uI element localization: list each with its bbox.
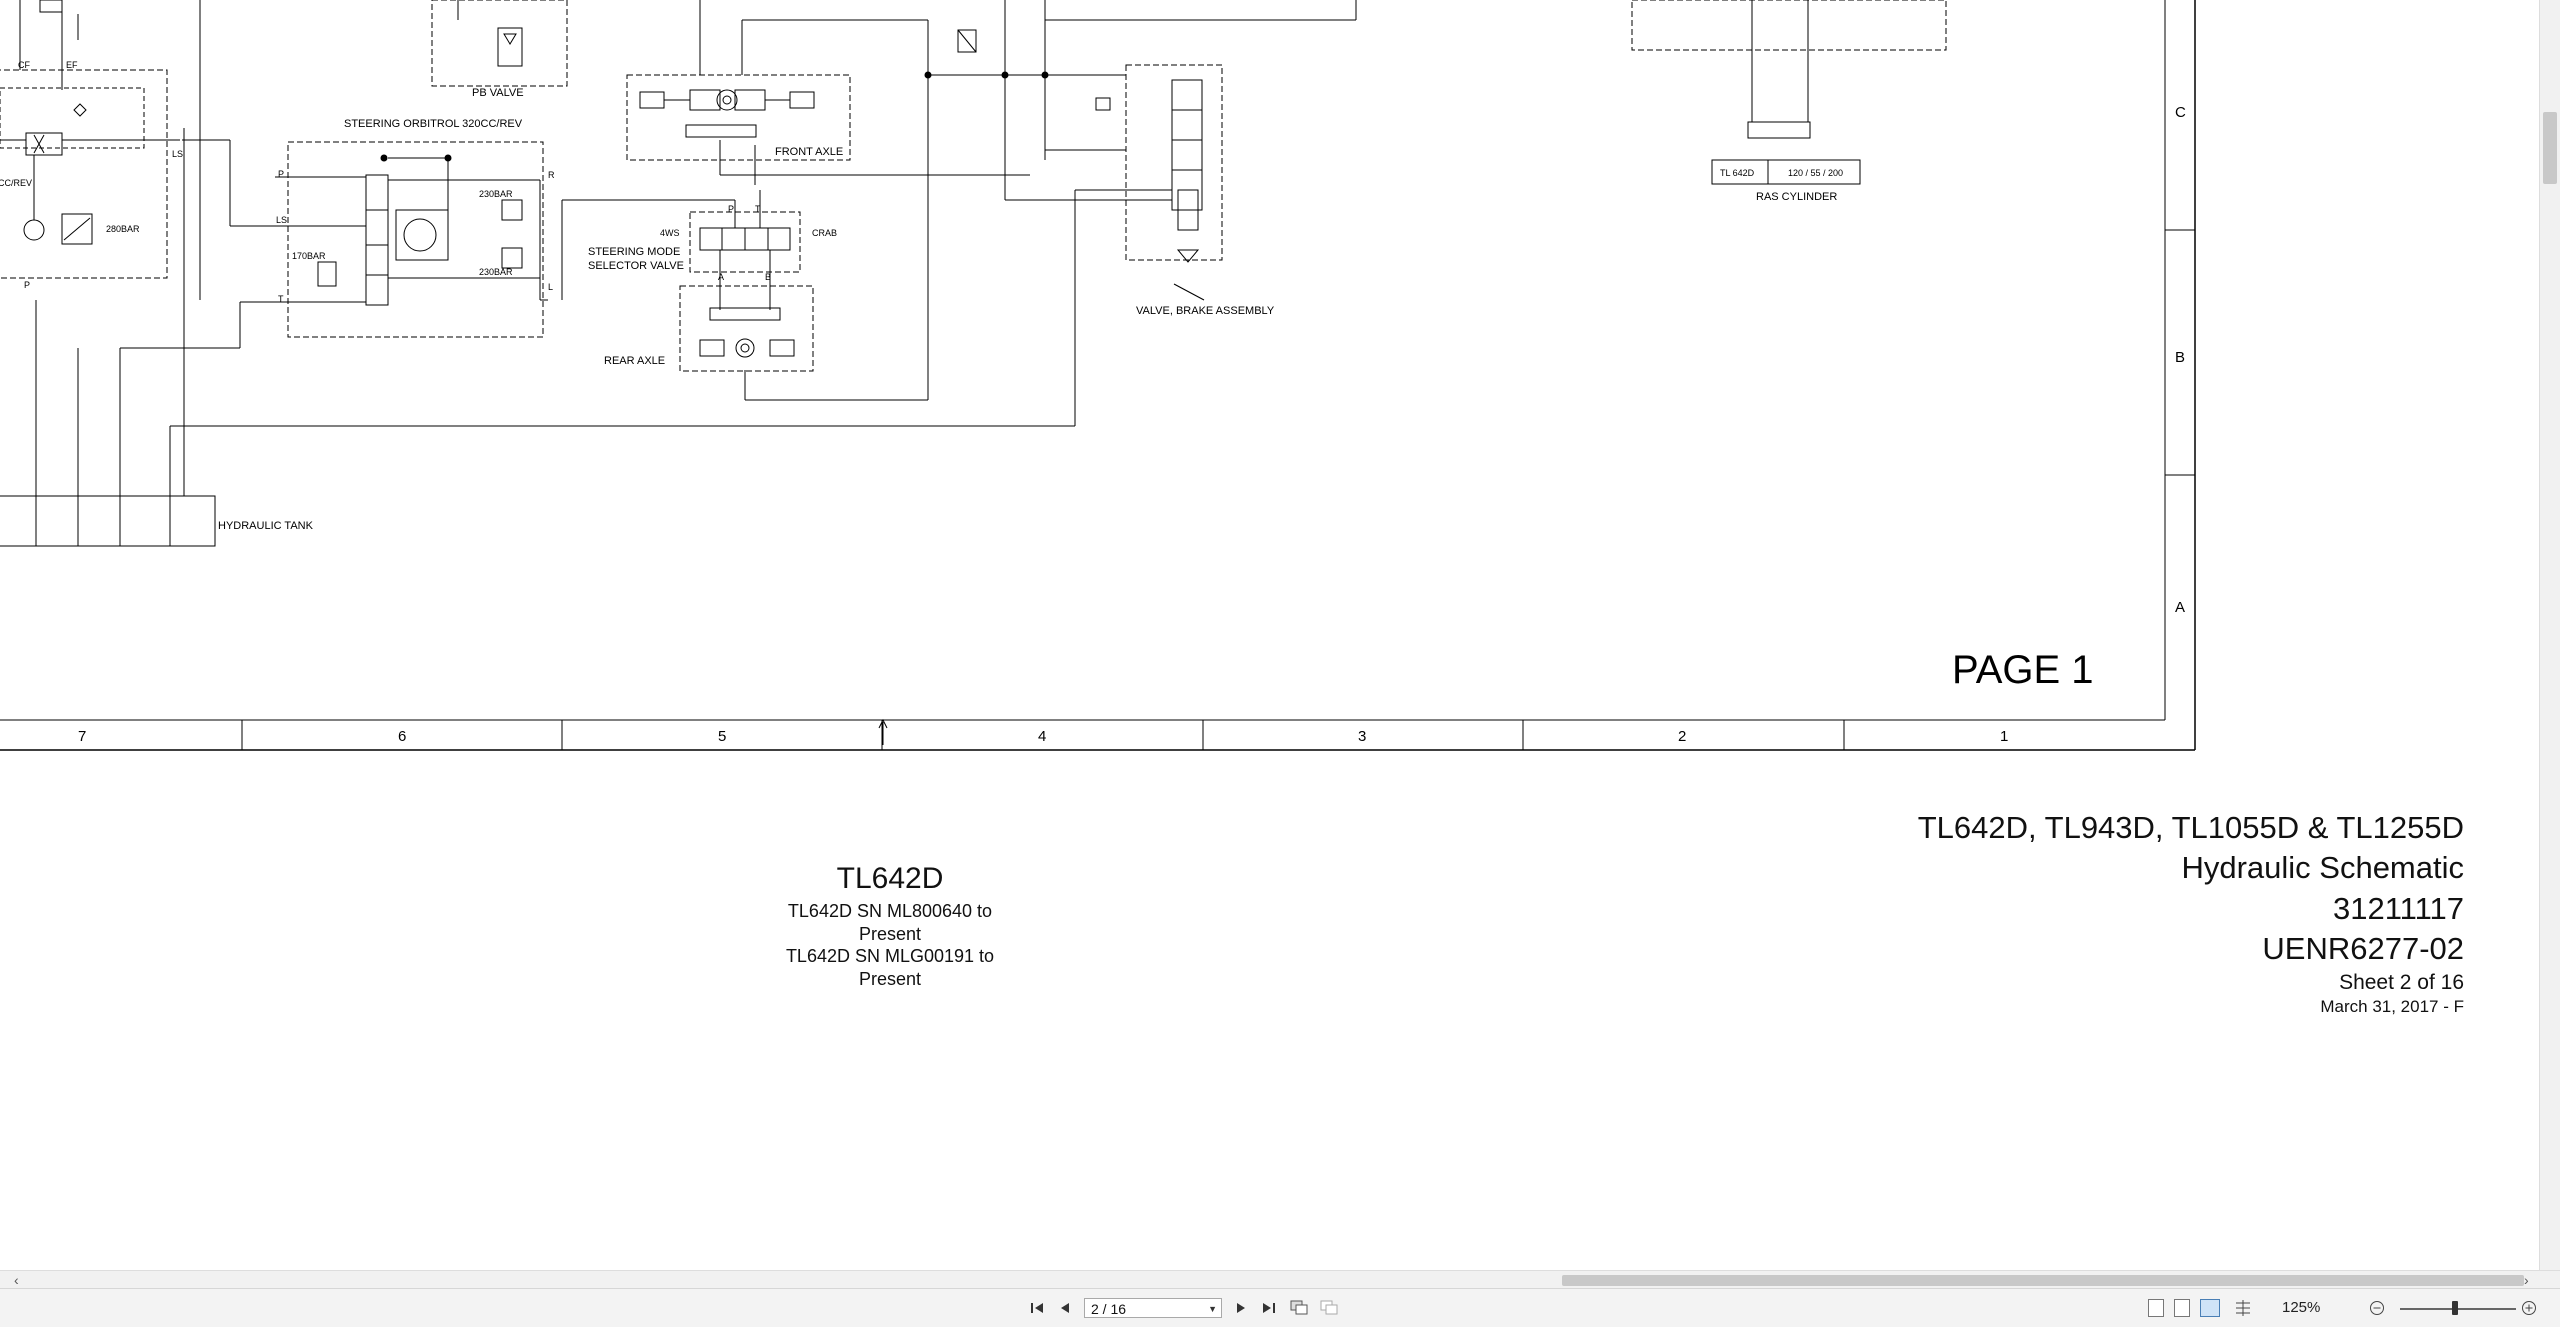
label-port-r: R xyxy=(548,170,555,180)
model-block: TL642D TL642D SN ML800640 to Present TL6… xyxy=(760,862,1020,990)
grid-column-4: 4 xyxy=(1038,728,1046,745)
label-brake-valve: VALVE, BRAKE ASSEMBLY xyxy=(1136,305,1275,317)
label-230bar-2: 230BAR xyxy=(479,267,513,277)
previous-page-button[interactable] xyxy=(1054,1297,1076,1319)
scroll-right-icon[interactable]: › xyxy=(2524,1272,2529,1288)
grid-column-6: 6 xyxy=(398,728,406,745)
label-port-ls: LS xyxy=(276,215,287,225)
horizontal-scrollbar[interactable]: ‹ › xyxy=(0,1270,2560,1289)
copy-view-button[interactable] xyxy=(1288,1297,1310,1319)
scroll-mode-icon xyxy=(2236,1300,2250,1316)
label-p2: P xyxy=(24,280,30,290)
label-ras-model: TL 642D xyxy=(1720,168,1755,178)
label-ras-cylinder: RAS CYLINDER xyxy=(1756,191,1837,203)
copy-view-icon xyxy=(1290,1300,1308,1315)
model-name: TL642D xyxy=(836,862,944,895)
grid-row-b: B xyxy=(2175,349,2185,366)
label-ls2: LS xyxy=(172,149,183,159)
page-number-value: 2 / 16 xyxy=(1091,1301,1127,1317)
label-port-p: P xyxy=(278,169,284,179)
label-cf: CF xyxy=(18,60,30,70)
scroll-mode-button[interactable] xyxy=(2232,1297,2254,1319)
label-mode-a: A xyxy=(718,272,724,282)
label-ras-dims: 120 / 55 / 200 xyxy=(1788,168,1843,178)
serial-range-2: TL642D SN MLG00191 to Present xyxy=(785,946,995,989)
zoom-level[interactable]: 125% xyxy=(2282,1299,2321,1316)
title-block: TL642D, TL943D, TL1055D & TL1255D Hydrau… xyxy=(1918,808,2464,1019)
label-crab: CRAB xyxy=(812,228,837,238)
label-4ws: 4WS xyxy=(660,228,680,238)
continuous-view-icon[interactable] xyxy=(2174,1299,2190,1317)
next-page-button[interactable] xyxy=(1230,1297,1252,1319)
label-ef: EF xyxy=(66,60,78,70)
paste-view-icon xyxy=(1320,1300,1338,1315)
title-doc-number: UENR6277-02 xyxy=(2262,930,2464,966)
hydraulic-schematic-drawing: 7 6 5 4 3 2 1 C B A CF EF CC/REV 280BAR … xyxy=(0,0,2196,751)
label-rear-axle: REAR AXLE xyxy=(604,355,665,367)
label-mode-p: P xyxy=(728,204,734,214)
document-viewer: 7 6 5 4 3 2 1 C B A CF EF CC/REV 280BAR … xyxy=(0,0,2464,1019)
zoom-out-icon xyxy=(2370,1301,2384,1315)
label-hydraulic-tank: HYDRAULIC TANK xyxy=(218,520,314,532)
last-page-button[interactable] xyxy=(1258,1297,1280,1319)
zoom-out-button[interactable] xyxy=(2366,1297,2388,1319)
label-cc-rev: CC/REV xyxy=(0,178,32,188)
next-page-icon xyxy=(1237,1303,1245,1313)
label-front-axle: FRONT AXLE xyxy=(775,146,843,158)
label-280bar: 280BAR xyxy=(106,224,140,234)
label-port-t: T xyxy=(278,294,284,304)
dropdown-caret-icon: ▼ xyxy=(1208,1304,1217,1314)
label-steering-orbitrol: STEERING ORBITROL 320CC/REV xyxy=(344,118,523,130)
grid-row-a: A xyxy=(2175,599,2185,616)
label-230bar-1: 230BAR xyxy=(479,189,513,199)
scroll-left-icon[interactable]: ‹ xyxy=(14,1272,19,1288)
grid-column-3: 3 xyxy=(1358,728,1366,745)
first-page-icon xyxy=(1031,1303,1043,1313)
zoom-slider-handle[interactable] xyxy=(2452,1301,2458,1315)
zoom-in-icon xyxy=(2522,1301,2536,1315)
grid-column-2: 2 xyxy=(1678,728,1686,745)
label-pb-valve: PB VALVE xyxy=(472,87,524,99)
grid-row-c: C xyxy=(2175,104,2186,121)
facing-view-icon[interactable] xyxy=(2200,1299,2220,1317)
grid-column-5: 5 xyxy=(718,728,726,745)
zoom-slider[interactable] xyxy=(2400,1308,2516,1310)
zoom-in-button[interactable] xyxy=(2518,1297,2540,1319)
label-port-l: L xyxy=(548,282,553,292)
serial-range-1: TL642D SN ML800640 to Present xyxy=(787,901,993,944)
label-170bar: 170BAR xyxy=(292,251,326,261)
page-marker: PAGE 1 xyxy=(1952,648,2094,692)
title-schematic: Hydraulic Schematic xyxy=(2181,850,2464,886)
label-steering-mode: STEERING MODE xyxy=(588,246,680,258)
vertical-scrollbar[interactable] xyxy=(2539,0,2560,1270)
last-page-icon xyxy=(1263,1303,1275,1313)
label-mode-t: T xyxy=(755,204,761,214)
vertical-scroll-thumb[interactable] xyxy=(2543,112,2557,184)
first-page-button[interactable] xyxy=(1026,1297,1048,1319)
label-mode-b: B xyxy=(765,272,771,282)
page-number-field[interactable]: 2 / 16 ▼ xyxy=(1084,1298,1222,1318)
title-part-number: 31211117 xyxy=(2332,890,2464,926)
grid-column-7: 7 xyxy=(78,728,86,745)
title-models: TL642D, TL943D, TL1055D & TL1255D xyxy=(1917,810,2464,845)
horizontal-scroll-thumb[interactable] xyxy=(1562,1275,2524,1286)
viewer-toolbar: 2 / 16 ▼ 125% xyxy=(0,1288,2560,1327)
grid-column-1: 1 xyxy=(2000,728,2008,745)
single-page-view-icon[interactable] xyxy=(2148,1299,2164,1317)
title-date: March 31, 2017 - F xyxy=(2320,997,2464,1017)
label-selector-valve: SELECTOR VALVE xyxy=(588,260,684,272)
previous-page-icon xyxy=(1061,1303,1069,1313)
paste-view-button[interactable] xyxy=(1318,1297,1340,1319)
title-sheet: Sheet 2 of 16 xyxy=(2339,971,2464,995)
